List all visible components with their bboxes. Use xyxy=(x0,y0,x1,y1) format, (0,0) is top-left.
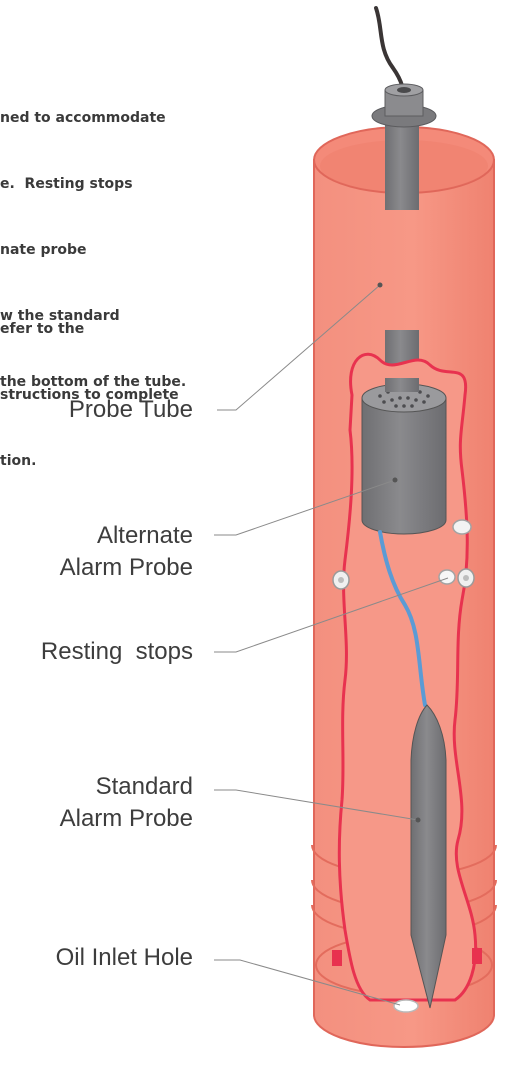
label-resting-stops: Resting stops xyxy=(41,636,193,668)
label-probe-tube: Probe Tube xyxy=(69,394,193,426)
alternate-alarm-probe xyxy=(362,398,446,534)
red-tab-left xyxy=(332,950,342,966)
resting-stop-center xyxy=(439,570,455,584)
oil-inlet-hole xyxy=(394,1000,418,1012)
label-oil-inlet-text: Oil Inlet Hole xyxy=(56,942,193,974)
label-standard-line-2: Alarm Probe xyxy=(60,803,193,835)
label-alternate-line-1: Alternate xyxy=(60,520,193,552)
resting-stop-knob xyxy=(453,520,471,534)
label-alternate-line-2: Alarm Probe xyxy=(60,552,193,584)
label-resting-stops-text: Resting stops xyxy=(41,636,193,668)
label-standard-line-1: Standard xyxy=(60,771,193,803)
red-tab-right xyxy=(472,948,482,964)
label-oil-inlet-hole: Oil Inlet Hole xyxy=(56,942,193,974)
label-probe-tube-text: Probe Tube xyxy=(69,394,193,426)
label-alternate-alarm-probe: Alternate Alarm Probe xyxy=(60,520,193,584)
label-standard-alarm-probe: Standard Alarm Probe xyxy=(60,771,193,835)
